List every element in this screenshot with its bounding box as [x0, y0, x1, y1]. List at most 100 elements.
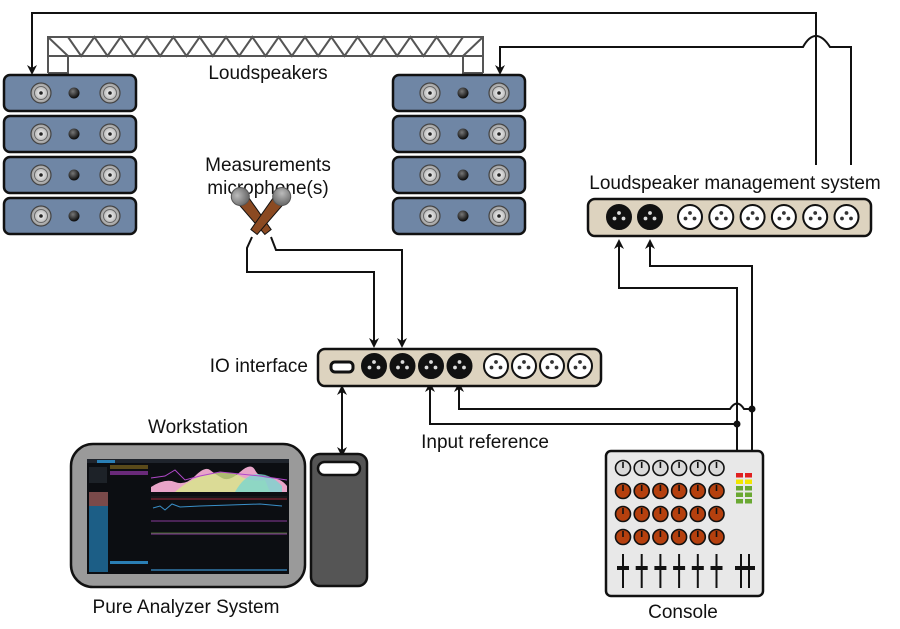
wire-input-reference-2	[454, 382, 752, 410]
speaker-cabinet	[2, 73, 138, 113]
xlr-input-connector-icon[interactable]	[637, 204, 663, 230]
xlr-output-connector-icon[interactable]	[802, 204, 829, 230]
workstation[interactable]	[69, 442, 369, 589]
console-level-meter-segment	[736, 473, 743, 478]
speaker-tweeter-icon	[457, 210, 469, 222]
speaker-stack-right	[391, 73, 527, 236]
speaker-driver-icon	[488, 123, 510, 145]
truss	[47, 35, 484, 74]
console-eq-knob[interactable]	[614, 505, 632, 523]
console-level-meter-segment	[745, 473, 752, 478]
console-channel-fader[interactable]	[654, 554, 667, 588]
console-eq-knob[interactable]	[708, 482, 725, 500]
speaker-driver-icon	[30, 123, 52, 145]
speaker-driver-icon	[99, 123, 121, 145]
microphone-icon	[250, 187, 292, 236]
speaker-driver-icon	[30, 205, 52, 227]
console-gain-knob[interactable]	[670, 459, 688, 477]
console-channel-fader[interactable]	[673, 554, 686, 588]
console-eq-knob[interactable]	[708, 528, 725, 546]
xlr-output-connector-icon[interactable]	[511, 353, 537, 379]
speaker-cabinet	[391, 73, 527, 113]
speaker-stack-left	[2, 73, 138, 236]
tower-drive-slot	[316, 460, 362, 477]
speaker-driver-icon	[419, 123, 441, 145]
console-gain-knob[interactable]	[652, 459, 669, 477]
xlr-input-connector-icon[interactable]	[418, 353, 444, 379]
speaker-driver-icon	[99, 164, 121, 186]
console-eq-knob[interactable]	[670, 482, 688, 500]
speaker-cabinet	[391, 114, 527, 154]
console-eq-knob[interactable]	[614, 482, 632, 500]
console-eq-knob[interactable]	[614, 528, 632, 546]
io-interface[interactable]	[316, 347, 603, 388]
junction-dot	[733, 420, 741, 428]
console-gain-knob[interactable]	[614, 459, 632, 477]
console-level-meter-segment	[745, 499, 752, 504]
xlr-output-connector-icon[interactable]	[770, 204, 797, 230]
speaker-driver-icon	[419, 164, 441, 186]
console-level-meter-segment	[736, 492, 743, 497]
speaker-cabinet	[2, 196, 138, 236]
speaker-cabinet	[391, 155, 527, 195]
speaker-tweeter-icon	[457, 87, 469, 99]
console[interactable]	[604, 449, 765, 598]
console-level-meter-segment	[736, 486, 743, 491]
console-channel-fader[interactable]	[691, 554, 704, 588]
console-gain-knob[interactable]	[633, 459, 651, 477]
console-eq-knob[interactable]	[652, 505, 669, 523]
truss-corner	[47, 36, 484, 57]
speaker-tweeter-icon	[457, 128, 469, 140]
console-channel-fader[interactable]	[617, 554, 629, 588]
xlr-output-connector-icon[interactable]	[677, 204, 703, 230]
console-channel-fader[interactable]	[635, 554, 648, 588]
xlr-input-connector-icon[interactable]	[446, 353, 473, 379]
xlr-output-connector-icon[interactable]	[708, 204, 735, 230]
truss-lattice	[67, 35, 464, 58]
console-gain-knob[interactable]	[689, 459, 707, 477]
tower-case	[309, 452, 369, 588]
console-level-meter-segment	[736, 479, 743, 484]
console-eq-knob[interactable]	[670, 528, 688, 546]
console-eq-knob[interactable]	[708, 505, 725, 523]
xlr-output-connector-icon[interactable]	[567, 353, 593, 379]
speaker-tweeter-icon	[68, 210, 80, 222]
label-lms: Loudspeaker management system	[589, 173, 881, 194]
speaker-tweeter-icon	[68, 169, 80, 181]
wire-mic2-to-io	[270, 236, 407, 348]
console-eq-knob[interactable]	[652, 528, 669, 546]
xlr-input-connector-icon[interactable]	[606, 204, 632, 230]
truss-leg	[47, 56, 484, 74]
console-eq-knob[interactable]	[633, 505, 651, 523]
console-master-fader-cap[interactable]	[735, 566, 755, 570]
console-eq-knob[interactable]	[689, 528, 707, 546]
console-eq-knob[interactable]	[689, 482, 707, 500]
speaker-cabinet	[2, 155, 138, 195]
console-eq-knob[interactable]	[633, 528, 651, 546]
console-level-meter-segment	[745, 486, 752, 491]
xlr-input-connector-icon[interactable]	[361, 353, 387, 379]
console-eq-knob[interactable]	[633, 482, 651, 500]
speaker-driver-icon	[488, 205, 510, 227]
xlr-input-connector-icon[interactable]	[389, 353, 416, 379]
console-gain-knob[interactable]	[708, 459, 725, 477]
xlr-output-connector-icon[interactable]	[539, 353, 565, 379]
console-eq-knob[interactable]	[652, 482, 669, 500]
label-loudspeakers: Loudspeakers	[208, 63, 327, 84]
console-eq-knob[interactable]	[670, 505, 688, 523]
label-input-reference: Input reference	[421, 432, 549, 453]
speaker-driver-icon	[488, 164, 510, 186]
speaker-tweeter-icon	[68, 128, 80, 140]
xlr-output-connector-icon[interactable]	[833, 204, 860, 230]
speaker-driver-icon	[419, 205, 441, 227]
analyzer-screen	[87, 459, 289, 574]
loudspeaker-management-system[interactable]	[586, 197, 873, 238]
console-channel-fader[interactable]	[710, 554, 723, 588]
xlr-output-connector-icon[interactable]	[483, 353, 509, 379]
console-eq-knob[interactable]	[689, 505, 707, 523]
wire-lms-to-left-speakers	[27, 12, 817, 165]
label-measurement-mic-line1: Measurements	[205, 155, 331, 176]
label-measurement-mic-line2: microphone(s)	[207, 178, 328, 199]
xlr-output-connector-icon[interactable]	[739, 204, 766, 230]
